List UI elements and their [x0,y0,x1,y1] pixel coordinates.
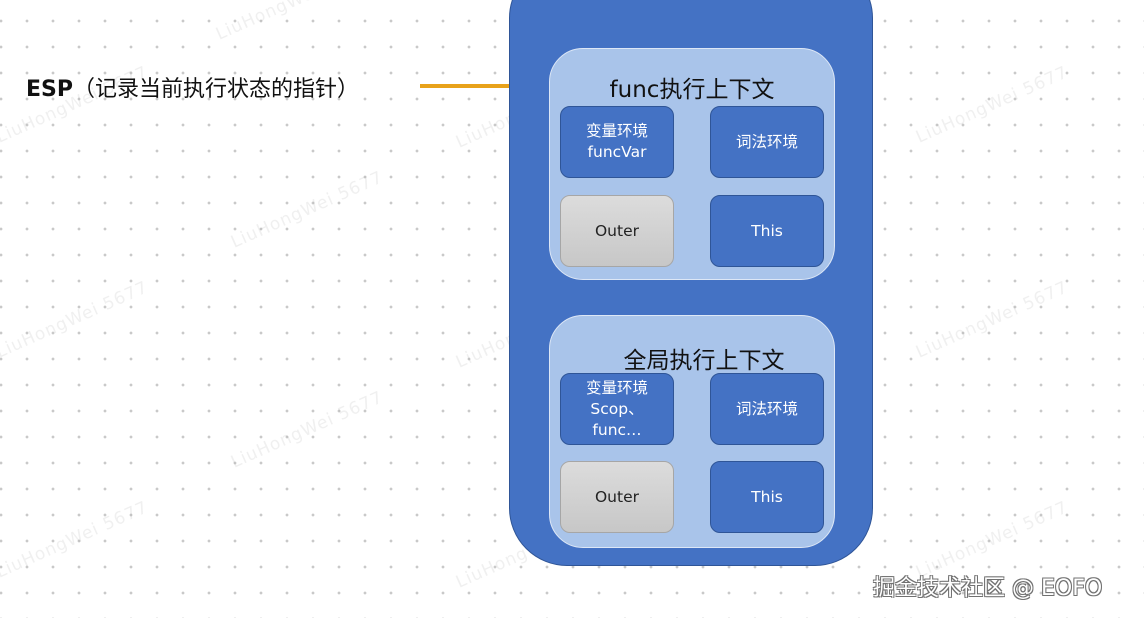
global-execution-context: 全局执行上下文 变量环境 Scop、 func… 词法环境 Outer This [549,315,835,548]
variable-env-label: 变量环境 [585,122,648,140]
func-this: This [710,195,824,267]
this-label: This [751,221,783,240]
global-this: This [710,461,824,533]
watermark: LiuHongWei 5677 [0,277,152,363]
outer-label: Outer [594,221,639,240]
watermark: LiuHongWei 5677 [913,277,1072,363]
func-variable-environment: 变量环境 funcVar [560,106,674,178]
variable-env-content: Scop、 [590,399,644,418]
esp-key: ESP [26,77,73,102]
global-context-title: 全局执行上下文 [623,348,785,374]
variable-env-content: funcVar [587,143,647,161]
this-label: This [751,487,783,506]
func-context-title: func执行上下文 [609,77,775,103]
func-lexical-environment: 词法环境 [710,106,824,178]
esp-label: ESP（记录当前执行状态的指针） [26,71,359,103]
global-lexical-environment: 词法环境 [710,373,824,445]
watermark: LiuHongWei 5677 [0,497,152,583]
outer-label: Outer [594,487,639,506]
watermark: LiuHongWei 5677 [913,62,1072,148]
lexical-env-label: 词法环境 [735,399,798,418]
watermark: LiuHongWei 5677 [213,0,372,45]
watermark: LiuHongWei 5677 [228,387,387,473]
func-execution-context: func执行上下文 变量环境 funcVar 词法环境 Outer This [549,48,835,280]
global-outer: Outer [560,461,674,533]
watermark: LiuHongWei 5677 [228,167,387,253]
esp-annotation: （记录当前执行状态的指针） [73,77,360,102]
lexical-env-label: 词法环境 [735,132,798,151]
variable-env-content: func… [592,420,642,439]
global-variable-environment: 变量环境 Scop、 func… [560,373,674,445]
site-credit: 掘金技术社区 @ EOFO [873,576,1103,601]
variable-env-label: 变量环境 [585,378,648,397]
func-outer: Outer [560,195,674,267]
